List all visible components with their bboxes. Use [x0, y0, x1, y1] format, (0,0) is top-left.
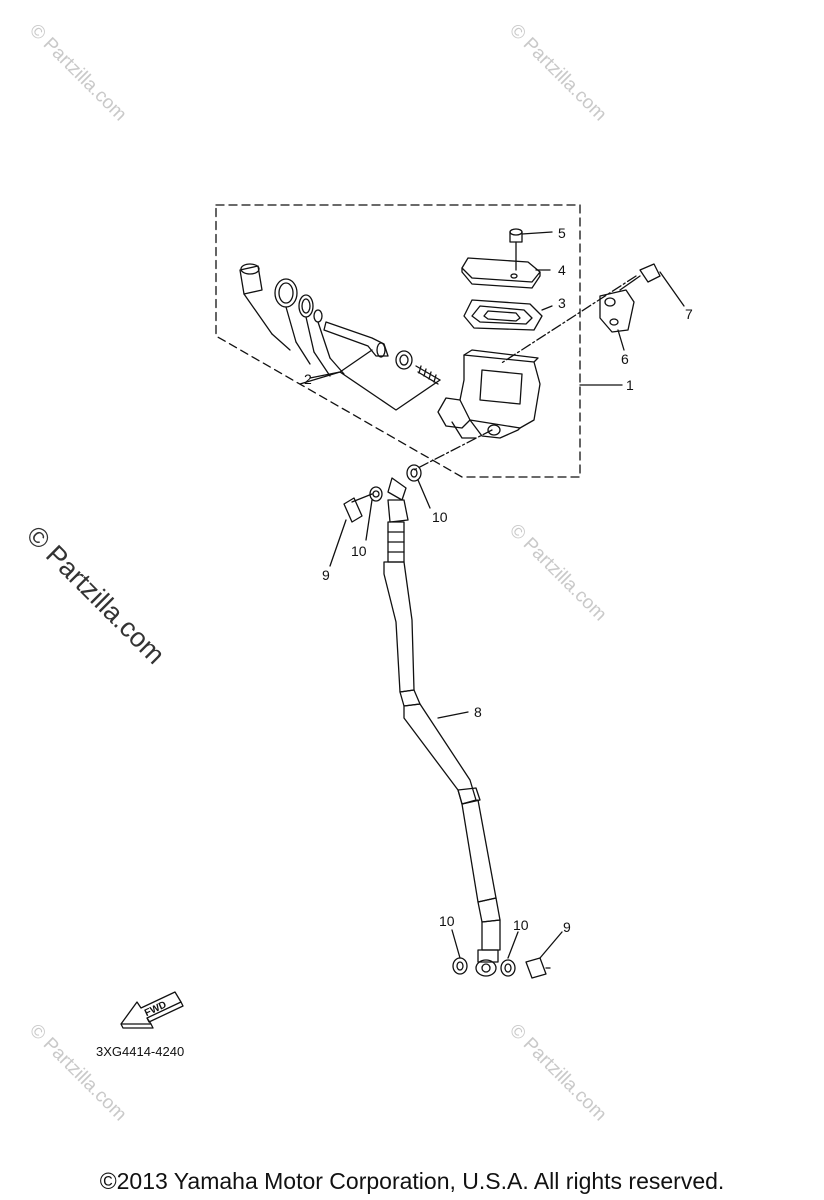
callout-4: 4 — [558, 262, 566, 278]
callout-10-top-right: 10 — [432, 509, 448, 525]
callout-1: 1 — [626, 377, 634, 393]
bolt-7 — [619, 263, 685, 307]
callout-5: 5 — [558, 225, 566, 241]
washer-10-top-right — [406, 464, 431, 509]
diagram-code: 3XG4414-4240 — [96, 1044, 185, 1059]
callout-8: 8 — [474, 704, 482, 720]
bolt-9-top — [329, 493, 373, 567]
callout-10-bottom-left: 10 — [439, 913, 455, 929]
piston-kit — [239, 263, 441, 411]
brake-hose — [383, 477, 501, 977]
callout-9-top: 9 — [322, 567, 330, 583]
callout-6: 6 — [621, 351, 629, 367]
master-cylinder — [437, 349, 541, 439]
kit-boundary — [215, 204, 581, 478]
washer-10-bottom-left — [451, 929, 468, 975]
callout-10-bottom-right: 10 — [513, 917, 529, 933]
diaphragm — [463, 299, 553, 331]
callout-2: 2 — [304, 371, 312, 387]
callout-7: 7 — [685, 306, 693, 322]
washer-10-top-left — [365, 486, 383, 541]
callout-9-bottom: 9 — [563, 919, 571, 935]
screw-5 — [509, 228, 553, 271]
copyright-footer: ©2013 Yamaha Motor Corporation, U.S.A. A… — [99, 1168, 725, 1194]
reservoir-cap — [461, 257, 551, 289]
callout-3: 3 — [558, 295, 566, 311]
fwd-arrow-icon: FWD — [120, 991, 184, 1029]
holder-6 — [599, 289, 635, 351]
fwd-label: FWD — [143, 999, 168, 1019]
callout-10-top-left: 10 — [351, 543, 367, 559]
bolt-9-bottom — [525, 931, 563, 979]
washer-10-bottom-right — [500, 931, 519, 977]
